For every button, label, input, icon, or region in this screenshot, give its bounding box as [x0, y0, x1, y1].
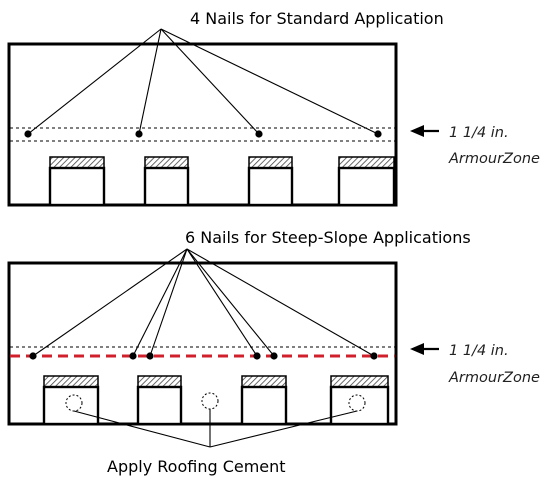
- cement-callout-lines: [73, 409, 358, 448]
- nail-dot-icon: [370, 352, 378, 360]
- steep-nails: [29, 352, 378, 360]
- nail-dot-icon: [270, 352, 278, 360]
- cement-spots: [65, 392, 366, 412]
- cement-spot-icon: [201, 392, 219, 410]
- cement-caption: Apply Roofing Cement: [107, 457, 286, 476]
- shingle-tab: [240, 375, 288, 426]
- standard-callout-lines: [27, 28, 379, 135]
- left-arrow-icon: [410, 125, 424, 137]
- nail-dot-icon: [135, 130, 143, 138]
- nail-dot-icon: [24, 130, 32, 138]
- nail-dot-icon: [253, 352, 261, 360]
- steep-shingle-outline: [7, 261, 398, 426]
- steep-zone-indicator: 1 1/4 in. ArmourZone: [410, 343, 540, 386]
- nail-dot-icon: [255, 130, 263, 138]
- shingle-tab: [329, 375, 390, 426]
- shingle-tab: [337, 156, 396, 207]
- nail-dot-icon: [29, 352, 37, 360]
- shingle-tab: [247, 156, 294, 207]
- steep-zone-label-line1: 1 1/4 in.: [449, 343, 509, 359]
- nail-dot-icon: [129, 352, 137, 360]
- shingle-tab: [48, 156, 106, 207]
- shingle-tab: [136, 375, 183, 426]
- nail-dot-icon: [146, 352, 154, 360]
- steep-zone-label-line2: ArmourZone: [448, 370, 540, 386]
- standard-zone-label-line1: 1 1/4 in.: [449, 125, 509, 141]
- left-arrow-icon: [410, 343, 424, 355]
- standard-panel: 4 Nails for Standard Application: [7, 9, 540, 207]
- steep-callout-lines: [32, 248, 375, 357]
- shingle-tab: [143, 156, 190, 207]
- steep-slope-title: 6 Nails for Steep-Slope Applications: [185, 228, 471, 247]
- steep-slope-panel: 6 Nails for Steep-Slope Applications: [7, 228, 540, 476]
- shingle-tab: [42, 375, 100, 426]
- standard-zone-label-line2: ArmourZone: [448, 151, 540, 167]
- standard-nails: [24, 130, 382, 138]
- steep-tabs: [42, 375, 390, 426]
- standard-shingle-outline: [7, 42, 398, 207]
- standard-title: 4 Nails for Standard Application: [190, 9, 444, 28]
- nail-dot-icon: [374, 130, 382, 138]
- standard-tabs: [48, 156, 396, 207]
- standard-zone-indicator: 1 1/4 in. ArmourZone: [410, 125, 540, 167]
